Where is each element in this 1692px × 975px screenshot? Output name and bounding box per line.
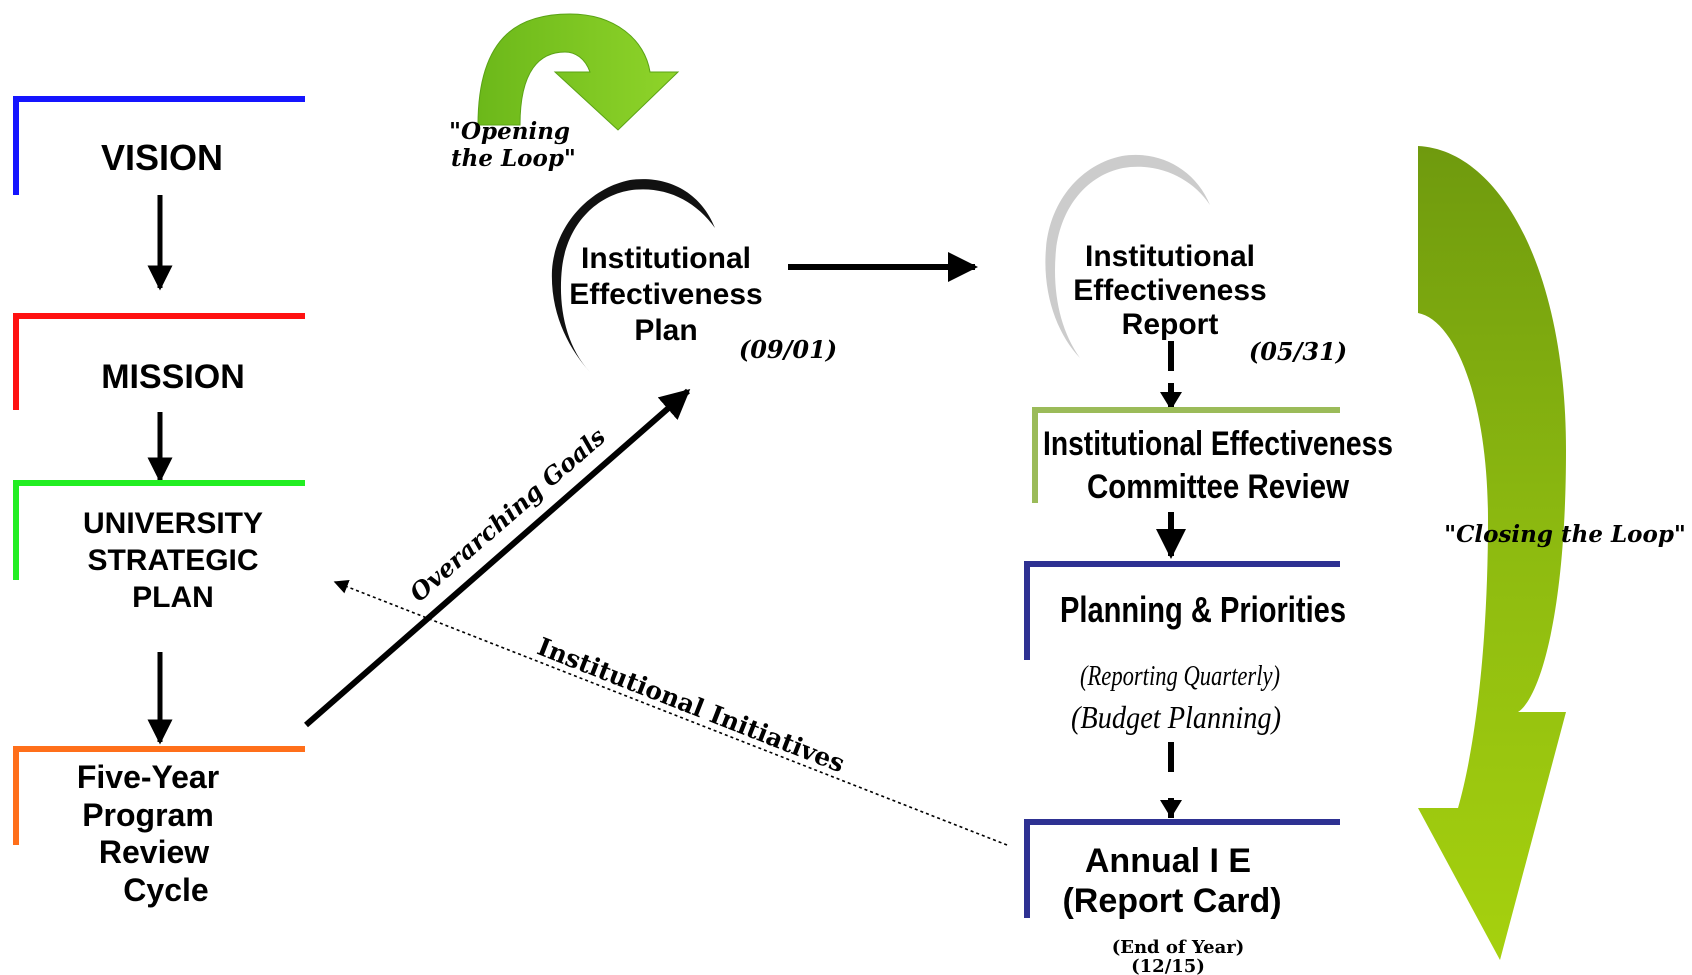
mission-label: MISSION [101,358,245,396]
arrow-report-to-committee-head [1160,392,1182,410]
planning-priorities-bracket [1024,561,1340,660]
mission-box: MISSION [13,313,305,410]
ie-plan-date: (09/01) [739,335,837,364]
opening-loop-arrow-icon [477,13,680,131]
strategic-plan-line-2: STRATEGIC [87,544,258,577]
opening-loop-line-2: the Loop" [451,145,576,172]
program-review-line-4: Cycle [123,872,208,908]
ie-plan-line-3: Plan [634,314,697,347]
vision-bracket [13,96,305,195]
ie-plan-line-1: Institutional [581,242,751,275]
planning-priorities-title: Planning & Priorities [1060,589,1346,630]
program-review-line-1: Five-Year [77,759,219,795]
annual-ie-line-2: (Report Card) [1062,882,1281,920]
committee-review-box: Institutional Effectiveness Committee Re… [1032,407,1393,506]
ie-report-date: (05/31) [1249,337,1347,366]
opening-loop-line-1: "Opening [449,118,570,145]
strategic-plan-bracket [13,480,305,580]
program-review-bracket [13,746,305,845]
strategic-plan-box: UNIVERSITY STRATEGIC PLAN [13,480,305,614]
vision-box: VISION [13,96,305,195]
strategic-plan-line-3: PLAN [132,581,214,614]
overarching-goals-arrow [304,388,691,728]
annual-ie-box: Annual I E (Report Card) (End of Year) (… [1024,819,1340,975]
vision-label: VISION [101,137,223,178]
institutional-initiatives-label: Institutional Initiatives [533,632,848,778]
mission-bracket [13,313,305,410]
ie-report-line-3: Report [1122,308,1219,341]
annual-ie-line-1: Annual I E [1085,842,1251,880]
program-review-box: Five-Year Program Review Cycle [13,746,305,908]
annual-ie-bracket [1024,819,1340,918]
ie-report-line-1: Institutional [1085,240,1255,273]
committee-review-line-2: Committee Review [1087,468,1349,506]
ie-plan-line-2: Effectiveness [569,278,762,311]
strategic-plan-line-1: UNIVERSITY [83,507,263,540]
program-review-line-2: Program [82,797,214,833]
planning-priorities-sub-2: (Budget Planning) [1071,699,1281,735]
committee-review-bracket [1032,407,1340,503]
program-review-line-3: Review [99,834,209,870]
planning-priorities-box: Planning & Priorities (Reporting Quarter… [1024,561,1346,735]
annual-ie-sub-1: (End of Year) [1112,937,1245,958]
arrow-planning-to-annual-head [1160,800,1182,818]
overarching-goals-label: Overarching Goals [404,422,612,608]
closing-loop-label: "Closing the Loop" [1444,521,1686,548]
ie-report-line-2: Effectiveness [1073,274,1266,307]
planning-priorities-sub-1: (Reporting Quarterly) [1080,661,1280,692]
committee-review-line-1: Institutional Effectiveness [1043,425,1393,463]
annual-ie-sub-2: (12/15) [1131,956,1205,975]
closing-loop-arrow-icon [1418,146,1566,960]
institutional-initiatives-arrow [333,580,1008,846]
